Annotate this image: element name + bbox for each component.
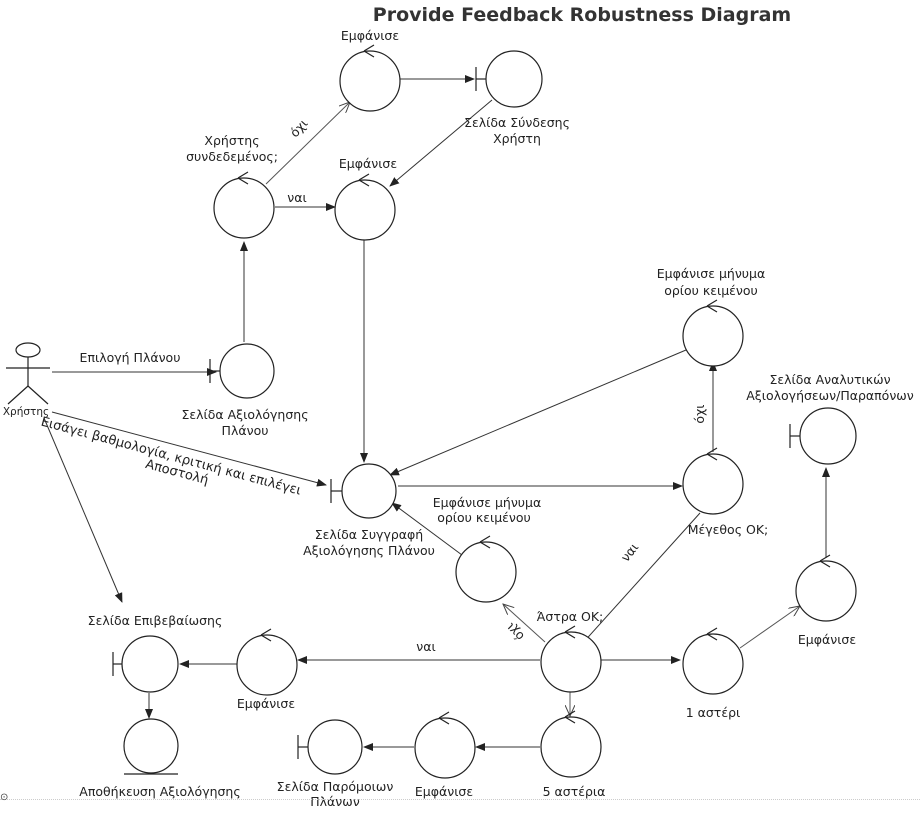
boundary-similar-page [297, 719, 363, 775]
actor-user-icon [6, 342, 50, 405]
control-show-confirm [236, 628, 298, 696]
show-similar-label: Εμφάνισε [415, 784, 473, 799]
eval-page-label-2: Πλάνου [222, 423, 269, 438]
control-five-stars [540, 710, 602, 778]
one-star-label: 1 αστέρι [686, 705, 741, 720]
user-connected-label-1: Χρήστης [204, 133, 259, 148]
no-label-2: όχι [692, 404, 707, 423]
edge-one-star-to-show [739, 606, 800, 649]
limit-msg-top-label-2: ορίου κειμένου [664, 283, 758, 298]
control-show-similar [414, 711, 476, 779]
edge-actor-to-write-page [51, 411, 327, 487]
boundary-write-page [330, 463, 397, 519]
yes-label-1: ναι [287, 190, 306, 205]
control-limit-msg-top [682, 299, 744, 367]
confirm-page-label: Σελίδα Επιβεβαίωσης [88, 613, 223, 628]
size-ok-label: Μέγεθος ΟΚ; [688, 522, 769, 537]
entity-save-eval [123, 718, 179, 775]
show-mid-label: Εμφάνισε [339, 156, 397, 171]
write-page-label-1: Σελίδα Συγγραφή [315, 527, 423, 542]
actor-label: Χρήστης [3, 406, 49, 418]
no-label-3: όχι [503, 620, 527, 644]
control-size-ok [682, 447, 744, 515]
five-stars-label: 5 αστέρια [543, 784, 606, 799]
show-top-label: Εμφάνισε [341, 28, 399, 43]
stars-ok-label: Άστρα ΟΚ; [537, 609, 604, 624]
control-one-star [682, 627, 744, 695]
similar-page-label-1: Σελίδα Παρόμοιων [277, 779, 394, 794]
edge-login-to-show-mid [389, 99, 493, 187]
limit-msg-mid-label-1: Εμφάνισε μήνυμα [433, 495, 541, 510]
control-show-top [339, 44, 401, 112]
control-show-mid [334, 173, 396, 241]
boundary-login-page [475, 50, 543, 108]
control-user-connected [213, 171, 275, 239]
diagram-title: Provide Feedback Robustness Diagram [373, 4, 791, 26]
boundary-eval-page [209, 343, 275, 399]
edge-stars-to-limit-mid [503, 604, 546, 643]
boundary-confirm-page [112, 635, 179, 693]
show-right-label: Εμφάνισε [798, 632, 856, 647]
yes-label-3: ναι [416, 639, 435, 654]
edge-limit-mid-to-write [391, 502, 463, 556]
detailed-page-label-2: Αξιολογήσεων/Παραπόνων [746, 388, 914, 403]
login-page-label-1: Σελίδα Σύνδεσης [464, 115, 570, 130]
user-connected-label-2: συνδεδεμένος; [186, 149, 278, 164]
limit-msg-top-label-1: Εμφάνισε μήνυμα [657, 266, 765, 281]
yes-label-2: ναι [618, 540, 642, 565]
similar-page-label-2: Πλάνων [310, 794, 359, 809]
save-eval-label: Αποθήκευση Αξιολόγησης [79, 784, 240, 799]
detailed-page-label-1: Σελίδα Αναλυτικών [769, 372, 890, 387]
write-page-label-2: Αξιολόγησης Πλάνου [303, 543, 435, 558]
no-label-1: όχι [287, 116, 311, 140]
edge-actor-to-confirm [43, 417, 123, 603]
edge-size-to-stars [580, 512, 701, 646]
edge-connected-to-show-top [265, 102, 350, 185]
boundary-detailed-page [789, 407, 857, 465]
control-limit-msg-mid [455, 535, 517, 603]
eval-page-label-1: Σελίδα Αξιολόγησης [181, 407, 308, 422]
login-page-label-2: Χρήστη [493, 131, 541, 146]
corner-circle-icon[interactable]: ⊙ [0, 792, 9, 803]
select-plan-label: Επιλογή Πλάνου [80, 350, 181, 365]
bottom-edge [0, 799, 920, 813]
control-show-right [795, 554, 857, 622]
limit-msg-mid-label-2: ορίου κειμένου [437, 510, 531, 525]
show-confirm-label: Εμφάνισε [237, 696, 295, 711]
edge-limit-to-write [389, 349, 687, 476]
control-stars-ok [540, 625, 602, 693]
